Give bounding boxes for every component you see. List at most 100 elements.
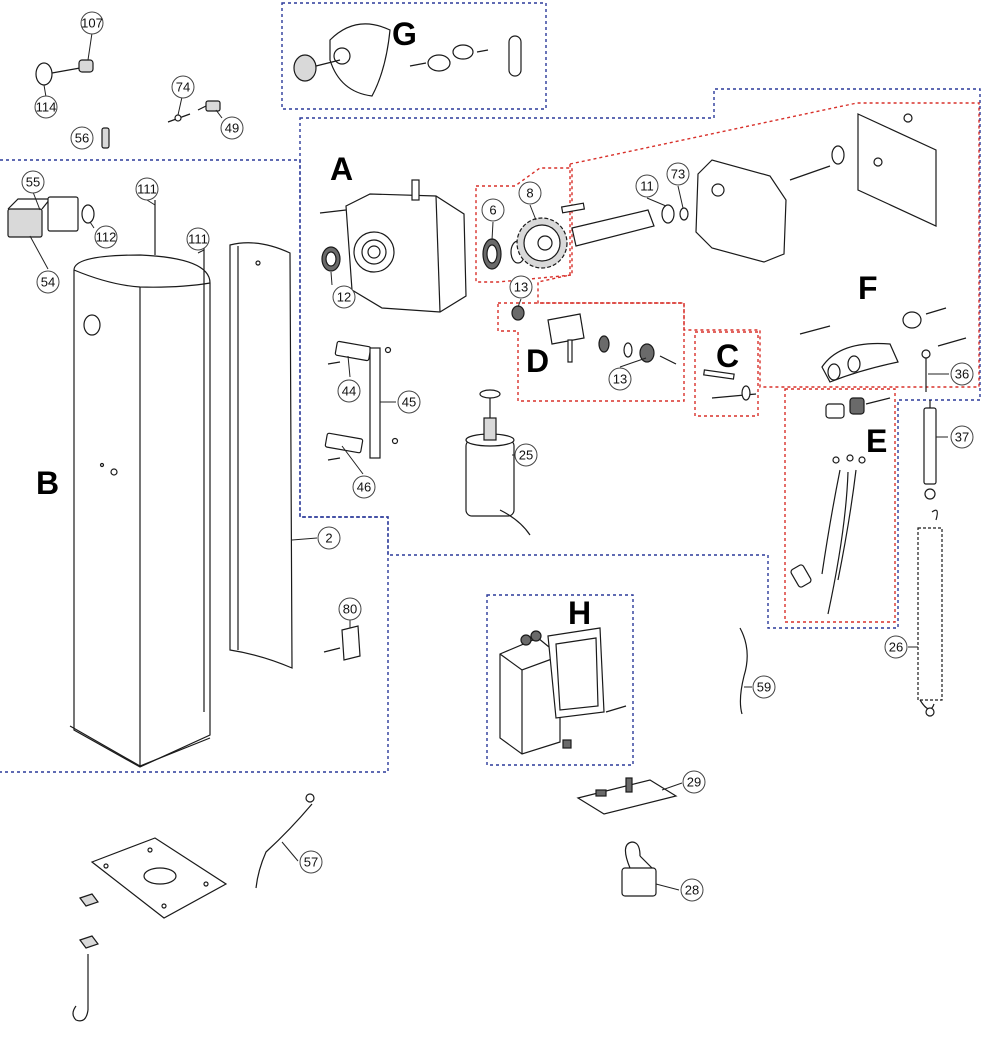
part-107-114-knob <box>35 59 94 86</box>
svg-text:59: 59 <box>757 680 771 695</box>
section-label-d: D <box>526 343 549 379</box>
part-e-wiring <box>790 397 891 615</box>
part-44-46-brackets <box>324 340 399 461</box>
section-label-f: F <box>858 270 878 306</box>
callout-26: 26 <box>884 635 908 659</box>
part-28-capacitor <box>621 841 657 897</box>
section-label-h: H <box>568 595 591 631</box>
part-55-54-bracket <box>7 196 95 238</box>
callout-12: 12 <box>332 285 356 309</box>
callout-114: 114 <box>34 95 58 119</box>
callout-49: 49 <box>220 116 244 140</box>
part-56-key <box>101 127 110 149</box>
part-25-motor <box>465 389 531 536</box>
callout-28: 28 <box>680 878 704 902</box>
group-f-border <box>537 102 980 388</box>
callout-13-b: 13 <box>608 367 632 391</box>
svg-text:11: 11 <box>640 179 654 194</box>
callout-80: 80 <box>338 597 362 621</box>
svg-text:57: 57 <box>304 855 318 870</box>
part-f-shaft-cover <box>560 159 787 263</box>
svg-text:114: 114 <box>36 100 57 115</box>
callouts: 107 114 74 49 56 55 112 54 111 111 12 6 … <box>21 11 974 902</box>
group-g-border <box>281 2 547 110</box>
svg-text:36: 36 <box>955 367 969 382</box>
svg-text:112: 112 <box>96 230 117 245</box>
group-b-border <box>0 159 389 773</box>
svg-text:8: 8 <box>526 186 533 201</box>
part-base-plate <box>72 837 228 1022</box>
callout-2: 2 <box>317 526 341 550</box>
callout-74: 74 <box>171 75 195 99</box>
part-f-plate <box>789 113 937 227</box>
callout-36: 36 <box>950 362 974 386</box>
callout-112: 112 <box>94 225 118 249</box>
svg-text:13: 13 <box>514 280 528 295</box>
group-d-border <box>497 302 685 402</box>
svg-text:111: 111 <box>188 232 208 247</box>
part-59-wire <box>739 627 748 715</box>
section-label-c: C <box>716 338 739 374</box>
callout-13-a: 13 <box>509 275 533 299</box>
svg-text:2: 2 <box>325 531 332 546</box>
svg-text:37: 37 <box>955 430 969 445</box>
callout-54: 54 <box>36 270 60 294</box>
svg-text:29: 29 <box>687 775 701 790</box>
part-29-circuit-board <box>576 777 678 815</box>
part-a-gearbox <box>319 179 467 313</box>
callout-56: 56 <box>70 126 94 150</box>
group-gear-border <box>475 167 573 283</box>
svg-text:54: 54 <box>41 275 55 290</box>
group-h-border <box>486 594 634 766</box>
svg-text:13: 13 <box>613 372 627 387</box>
section-label-a: A <box>330 151 353 187</box>
callout-25: 25 <box>514 443 538 467</box>
part-c-pins <box>703 369 757 401</box>
group-e-border <box>784 388 896 623</box>
callout-29: 29 <box>682 770 706 794</box>
section-letters: G A B F D C E H <box>36 16 887 631</box>
part-h-enclosure <box>499 627 627 755</box>
part-b-column <box>69 200 211 768</box>
part-2-door-panel <box>229 242 293 669</box>
part-74-49-fittings <box>167 100 221 123</box>
callout-45: 45 <box>397 390 421 414</box>
part-f-lever <box>799 307 967 392</box>
callout-111-b: 111 <box>186 227 210 251</box>
leader-lines <box>29 32 949 891</box>
svg-text:6: 6 <box>489 203 496 218</box>
part-57-ground-wire <box>255 793 315 889</box>
callout-55: 55 <box>21 170 45 194</box>
callout-8: 8 <box>518 181 542 205</box>
svg-text:80: 80 <box>343 602 357 617</box>
section-label-g: G <box>392 16 417 52</box>
callout-57: 57 <box>299 850 323 874</box>
part-80-clip <box>323 625 361 661</box>
callout-107: 107 <box>80 11 104 35</box>
part-37-26-spring-assembly <box>917 400 943 717</box>
svg-text:44: 44 <box>342 384 356 399</box>
part-d-worm <box>511 305 677 365</box>
svg-text:46: 46 <box>357 480 371 495</box>
svg-text:107: 107 <box>81 16 103 31</box>
svg-text:26: 26 <box>889 640 903 655</box>
section-label-b: B <box>36 465 59 501</box>
section-label-e: E <box>866 423 887 459</box>
part-6-8-gear <box>482 217 568 270</box>
svg-text:55: 55 <box>26 175 40 190</box>
svg-text:49: 49 <box>225 121 239 136</box>
svg-text:12: 12 <box>337 290 351 305</box>
callout-59: 59 <box>752 675 776 699</box>
svg-text:25: 25 <box>519 448 533 463</box>
callout-73: 73 <box>666 162 690 186</box>
callout-111-a: 111 <box>135 177 159 201</box>
svg-text:111: 111 <box>137 182 157 197</box>
callout-46: 46 <box>352 475 376 499</box>
svg-text:28: 28 <box>685 883 699 898</box>
svg-text:74: 74 <box>176 80 190 95</box>
callout-11: 11 <box>635 174 659 198</box>
callout-44: 44 <box>337 379 361 403</box>
svg-text:56: 56 <box>75 131 89 146</box>
